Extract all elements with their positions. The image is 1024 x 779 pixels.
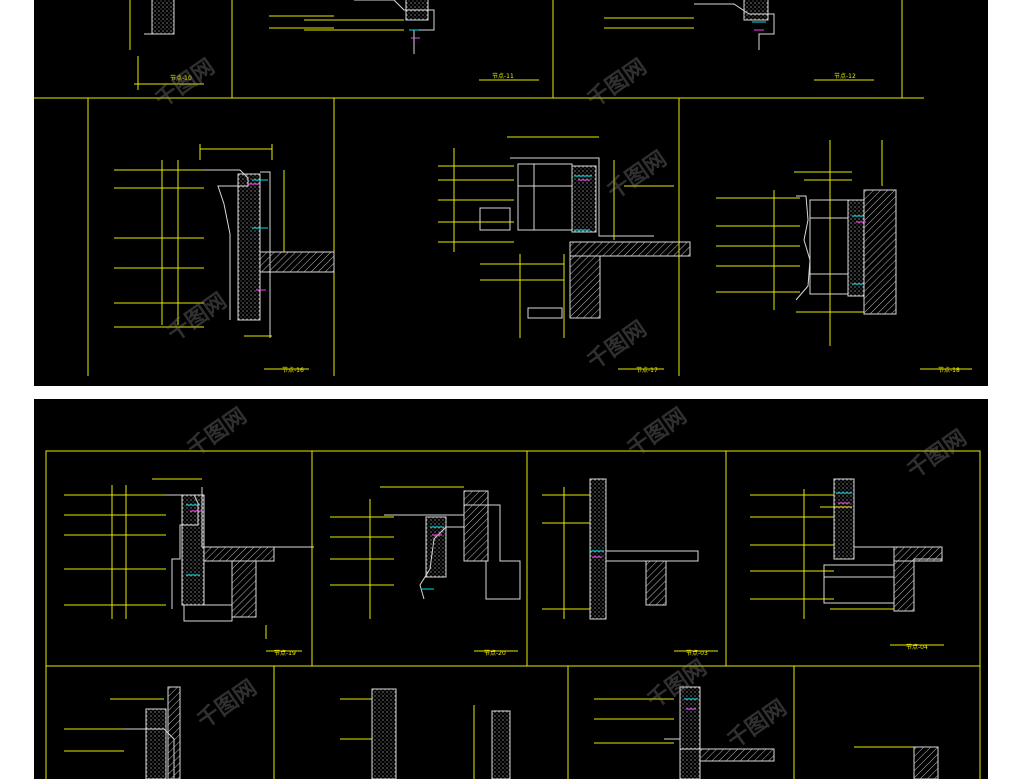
detail-17-title: 节点-17 bbox=[636, 366, 658, 374]
detail-16-title: 节点-16 bbox=[282, 366, 304, 374]
detail-20: 节点-20 bbox=[330, 486, 521, 657]
watermark: 千图网 bbox=[183, 404, 251, 462]
detail-03: 节点-03 bbox=[542, 478, 718, 657]
sheet-top-svg: 节点-16 节点-17 bbox=[34, 0, 972, 376]
watermark: 千图网 bbox=[623, 404, 691, 462]
detail-20-title: 节点-20 bbox=[484, 649, 506, 657]
drawing-sheet-top: 节点-16 节点-17 bbox=[34, 0, 988, 386]
watermark: 千图网 bbox=[193, 676, 261, 734]
detail-11-title: 节点-11 bbox=[492, 72, 514, 80]
top-frame-lines bbox=[34, 0, 924, 376]
watermark: 千图网 bbox=[723, 696, 791, 754]
detail-12-partial bbox=[604, 0, 874, 81]
detail-16: 节点-16 bbox=[114, 144, 335, 374]
lower-row-partial-details bbox=[64, 686, 939, 779]
detail-19-title: 节点-19 bbox=[274, 649, 296, 657]
sheet-bottom-svg: 节点-19 节点-20 节点-03 bbox=[45, 404, 981, 779]
detail-12-title: 节点-12 bbox=[834, 72, 856, 80]
detail-19: 节点-19 bbox=[64, 478, 314, 657]
watermark: 千图网 bbox=[643, 656, 711, 714]
detail-04: 节点-04 bbox=[750, 478, 944, 651]
drawing-sheet-bottom: 节点-19 节点-20 节点-03 bbox=[34, 399, 988, 779]
detail-10-title: 节点-10 bbox=[170, 74, 192, 82]
watermark: 千图网 bbox=[163, 289, 231, 347]
bottom-frame-lines bbox=[45, 450, 981, 779]
watermark: 千图网 bbox=[603, 147, 671, 205]
watermark: 千图网 bbox=[903, 426, 971, 484]
detail-04-title: 节点-04 bbox=[906, 643, 928, 651]
detail-17: 节点-17 bbox=[438, 136, 691, 374]
detail-10-partial bbox=[129, 0, 204, 90]
detail-03-title: 节点-03 bbox=[686, 649, 708, 657]
detail-11-partial bbox=[269, 0, 539, 81]
watermark: 千图网 bbox=[583, 55, 651, 113]
detail-18: 节点-18 bbox=[716, 140, 972, 374]
detail-18-title: 节点-18 bbox=[938, 366, 960, 374]
